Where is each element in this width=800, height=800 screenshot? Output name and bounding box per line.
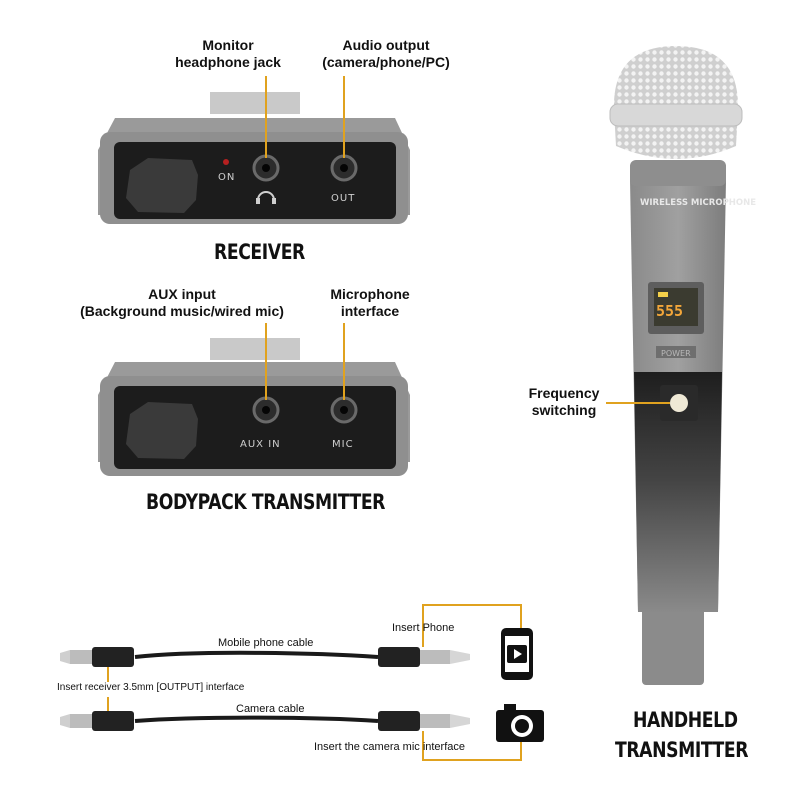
mobile-phone-cable <box>60 647 470 667</box>
bodypack-device: AUX IN MIC <box>98 338 410 476</box>
callout-microphone-interface: Microphone interface <box>314 286 426 320</box>
callout-output-line1: Audio output <box>342 37 430 53</box>
callout-aux-line2: (Background music/wired mic) <box>80 303 284 319</box>
callout-aux-line1: AUX input <box>148 286 216 302</box>
insert-camera-label: Insert the camera mic interface <box>314 741 466 753</box>
camera-cable <box>60 711 470 731</box>
callout-monitor-line2: headphone jack <box>175 54 281 70</box>
mobile-cable-label: Mobile phone cable <box>218 637 314 649</box>
callout-mic-line2: interface <box>340 303 400 319</box>
callout-monitor-jack: Monitor headphone jack <box>168 37 288 71</box>
receiver-out-text: OUT <box>331 193 355 204</box>
mic-display-digits: 555 <box>656 302 683 320</box>
insert-phone-label: Insert Phone <box>392 622 455 634</box>
handheld-title-line1: HANDHELD <box>633 708 738 732</box>
receiver-title: RECEIVER <box>214 240 305 264</box>
bodypack-mic-text: MIC <box>332 439 354 450</box>
frequency-switch-button <box>670 394 688 412</box>
callout-mic-line1: Microphone <box>330 286 410 302</box>
callout-freq-line1: Frequency <box>528 385 600 401</box>
callout-audio-output: Audio output (camera/phone/PC) <box>300 37 472 71</box>
callout-monitor-line1: Monitor <box>202 37 254 53</box>
insert-receiver-label: Insert receiver 3.5mm [OUTPUT] interface <box>57 682 245 693</box>
callout-output-line2: (camera/phone/PC) <box>322 54 450 70</box>
smartphone-icon <box>501 628 533 680</box>
receiver-on-text: ON <box>218 172 235 183</box>
leader-lines <box>107 76 670 761</box>
callout-frequency-switching: Frequency switching <box>516 385 612 419</box>
callout-freq-line2: switching <box>531 402 597 418</box>
receiver-device: ON OUT <box>98 92 410 224</box>
camera-cable-label: Camera cable <box>236 703 305 715</box>
mic-power-text: POWER <box>661 349 691 358</box>
handheld-title-line2: TRANSMITTER <box>615 738 749 762</box>
handheld-microphone: WIRELESS MICROPHONE 555 POWER <box>609 46 756 685</box>
callout-aux-input: AUX input (Background music/wired mic) <box>62 286 302 320</box>
bodypack-title: BODYPACK TRANSMITTER <box>146 490 386 514</box>
bodypack-aux-text: AUX IN <box>240 439 281 450</box>
mic-brand-text: WIRELESS MICROPHONE <box>640 198 756 208</box>
headphone-icon <box>257 191 275 201</box>
camera-icon <box>496 704 544 742</box>
